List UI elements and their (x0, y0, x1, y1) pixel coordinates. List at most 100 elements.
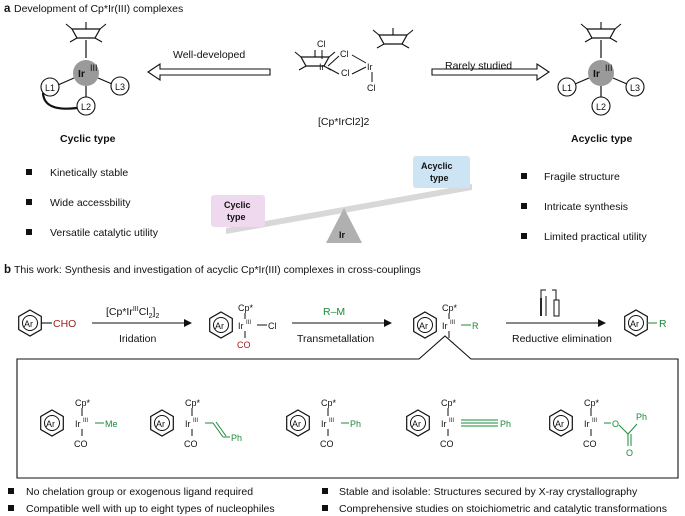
ar-label: Ar (630, 319, 639, 329)
list-item: No chelation group or exogenous ligand r… (26, 486, 253, 498)
co-label: CO (440, 439, 454, 449)
acyclic-type-title: Acyclic type (571, 133, 632, 145)
ir-left: Ir (319, 62, 325, 72)
aldehyde-group: CHO (53, 318, 76, 330)
cyclic-type-title: Cyclic type (60, 133, 116, 145)
ar-label: Ar (555, 419, 564, 429)
acyclic-points: Fragile structure Intricate synthesis Li… (521, 171, 647, 243)
r-label: R (659, 318, 667, 330)
co-label: CO (74, 439, 88, 449)
ligand-3: L3 (630, 83, 640, 93)
co-label: CO (237, 340, 251, 350)
cp-label: Cp* (321, 398, 337, 408)
ir-label: Ir (238, 321, 244, 331)
ir-oxidation: III (449, 418, 454, 424)
ir-oxidation: III (193, 418, 198, 424)
ligand-3: L3 (115, 82, 125, 92)
cp-label: Cp* (75, 398, 91, 408)
cl-bridge-top: Cl (340, 49, 349, 59)
iridation-label: Iridation (119, 333, 157, 345)
well-developed-arrow (147, 62, 271, 82)
well-developed-label: Well-developed (173, 49, 245, 61)
cp-label: Cp* (185, 398, 201, 408)
ir-right: Ir (367, 62, 373, 72)
balance-acyclic-line1: Acyclic (421, 161, 453, 171)
cp-label: Cp* (238, 303, 254, 313)
co-label: CO (583, 439, 597, 449)
ir-oxidation: III (90, 63, 98, 73)
ir-label: Ir (321, 419, 327, 429)
ir-oxidation: III (450, 320, 455, 326)
phenyl-group: Ph (231, 433, 242, 443)
phenyl-group: Ph (636, 412, 647, 422)
co-label: CO (184, 439, 198, 449)
dimer-formula: [Cp*IrCl2]2 (318, 116, 370, 128)
list-item: Comprehensive studies on stoichiometric … (339, 503, 667, 515)
example-alkynyl: Ar Cp* Ir III Ph CO (406, 398, 511, 449)
fulcrum-label: Ir (339, 230, 346, 240)
ir-oxidation: III (246, 320, 251, 326)
panel-b-title: This work: Synthesis and investigation o… (14, 264, 421, 276)
balance-scale: Ir Cyclic type Acyclic type (211, 156, 472, 243)
acyclic-complex: Ir III L1 L3 L2 (557, 21, 645, 116)
ir-oxidation: III (83, 418, 88, 424)
ar-label: Ar (215, 321, 224, 331)
list-item: Compatible well with up to eight types o… (26, 503, 275, 515)
ar-label: Ar (156, 419, 165, 429)
ir-label: Ir (185, 419, 191, 429)
ligand-2: L2 (81, 102, 91, 112)
ir-symbol: Ir (78, 68, 85, 80)
example-phenyl: Ar Cp* Ir III Ph CO (286, 398, 361, 449)
ir-oxidation: III (605, 63, 613, 73)
list-item: Stable and isolable: Structures secured … (339, 486, 638, 498)
panel-b-label: b (4, 264, 11, 276)
ar-label: Ar (46, 419, 55, 429)
example-styryl: Ar Cp* Ir III Ph CO (150, 398, 242, 449)
rarely-studied-label: Rarely studied (445, 60, 512, 72)
r-label: R (472, 321, 479, 331)
cp-label: Cp* (584, 398, 600, 408)
ir-label: Ir (441, 419, 447, 429)
balance-cyclic-line2: type (227, 212, 246, 222)
ar-label: Ar (419, 321, 428, 331)
balance-acyclic-line2: type (430, 173, 449, 183)
iridation-reagent: [Cp*IrIIICl2]2 (106, 306, 159, 320)
ir-oxidation: III (329, 418, 334, 424)
phenyl-group: Ph (500, 419, 511, 429)
ir-label: Ir (75, 419, 81, 429)
ar-label: Ar (292, 419, 301, 429)
panel-a-label: a (4, 3, 11, 15)
phenyl-group: Ph (350, 419, 361, 429)
cl-label: Cl (268, 321, 277, 331)
example-methyl: Ar Cp* Ir III Me CO (40, 398, 118, 449)
organometal-reagent: R–M (323, 306, 345, 318)
carbonyl-oxygen: O (626, 448, 633, 458)
list-item: Wide accessbility (50, 197, 131, 209)
list-item: Versatile catalytic utility (50, 227, 159, 239)
cl-bridge-bottom: Cl (341, 68, 350, 78)
cl-top-left: Cl (317, 39, 326, 49)
transmetallation-label: Transmetallation (297, 333, 374, 345)
dimer-structure: Cl Cl Cl Cl Ir Ir (294, 27, 414, 93)
ligand-1: L1 (562, 83, 572, 93)
aryl-ir-chloride: Ar Cp* Ir III Cl CO (209, 303, 277, 350)
list-item: Intricate synthesis (544, 201, 628, 213)
aldehyde-substrate: Ar CHO (18, 309, 76, 337)
methyl-group: Me (105, 419, 118, 429)
ir-symbol: Ir (593, 68, 600, 80)
cyclic-complex: Ir III L1 L3 L2 (40, 21, 130, 116)
reductive-elimination-label: Reductive elimination (512, 333, 612, 345)
ar-label: Ar (24, 319, 33, 329)
list-item: Fragile structure (544, 171, 620, 183)
cross-coupling-product: Ar R (624, 309, 667, 337)
co-label: CO (320, 439, 334, 449)
examples-callout (16, 335, 679, 479)
balance-cyclic-line1: Cyclic (224, 200, 251, 210)
ligand-2: L2 (596, 102, 606, 112)
list-item: Limited practical utility (544, 231, 647, 243)
panel-a-title: Development of Cp*Ir(III) complexes (14, 3, 183, 15)
electrolysis-icon (540, 289, 560, 317)
ligand-1: L1 (45, 83, 55, 93)
cyclic-points: Kinetically stable Wide accessbility Ver… (26, 167, 159, 239)
